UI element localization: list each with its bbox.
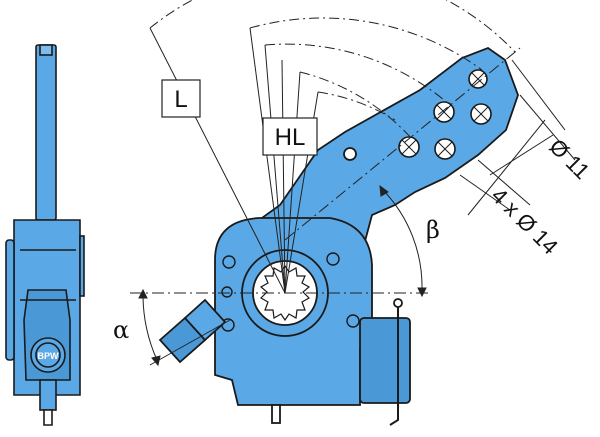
- angle-beta-label: β: [426, 216, 440, 244]
- side-box: [359, 317, 411, 404]
- dimension-hole-single: Ø 11: [544, 134, 594, 184]
- label-L-box: L: [161, 79, 201, 118]
- label-HL: HL: [275, 124, 306, 151]
- angle-alpha-label: α: [113, 316, 129, 344]
- label-HL-box: HL: [262, 117, 318, 156]
- side-view-logo: BPW: [38, 351, 60, 361]
- side-view-arm: [35, 44, 57, 221]
- dimension-hole-multi: 4 x Ø 14: [486, 183, 562, 259]
- label-L: L: [174, 86, 187, 113]
- dimension-lines: [130, 0, 576, 367]
- side-view: [5, 44, 85, 426]
- front-view: [158, 46, 519, 426]
